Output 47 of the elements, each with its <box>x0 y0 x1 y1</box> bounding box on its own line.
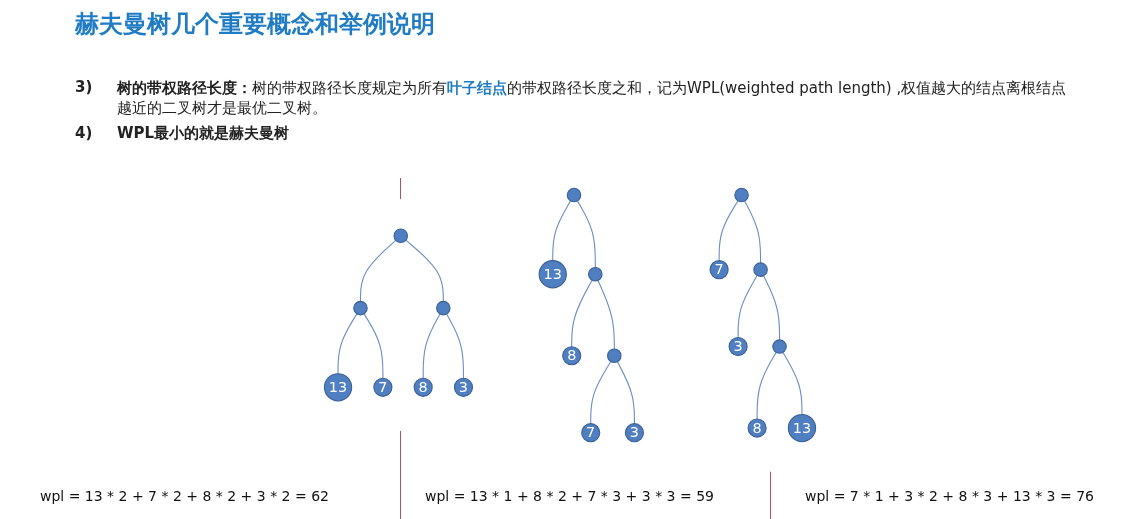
connector <box>782 351 803 415</box>
node-circle: 8 <box>747 418 767 438</box>
connector <box>571 279 593 348</box>
node-circle <box>393 228 409 244</box>
formula: wpl = 13 * 1 + 8 * 2 + 7 * 3 + 3 * 3 = 59 <box>425 488 714 504</box>
connector <box>552 200 572 262</box>
item-number: 4) <box>75 124 94 143</box>
node-circle: 7 <box>581 423 601 443</box>
connector <box>405 239 444 302</box>
connector <box>616 361 635 425</box>
node-circle <box>436 300 451 316</box>
connector <box>762 275 781 341</box>
item-number: 3) <box>75 78 94 98</box>
connector <box>359 239 397 302</box>
node-circle: 7 <box>709 260 729 280</box>
node-circle <box>772 339 787 354</box>
connector <box>756 351 777 420</box>
statement: WPL最小的就是赫夫曼树 <box>117 124 290 143</box>
node-circle: 8 <box>562 346 582 366</box>
connector <box>422 313 441 379</box>
node-circle <box>588 266 603 282</box>
connector <box>597 279 615 350</box>
node-circle <box>734 187 749 203</box>
connector <box>446 313 464 379</box>
node-circle <box>607 348 622 364</box>
connector <box>590 360 612 425</box>
node-circle <box>566 187 582 203</box>
paragraph: 树的带权路径长度：树的带权路径长度规定为所有叶子结点的带权路径长度之和，记为WPL(weighted path length) ,权值越大的结点离根结点越近的二叉树才是最优二叉树。 <box>117 78 1068 118</box>
node-circle <box>753 262 768 277</box>
node-circle: 13 <box>323 373 353 402</box>
formula: wpl = 7 * 1 + 3 * 2 + 8 * 3 + 13 * 3 = 76 <box>805 488 1094 504</box>
node-circle: 3 <box>624 423 645 443</box>
node-circle: 13 <box>538 260 567 289</box>
connector <box>718 200 739 262</box>
node-circle: 3 <box>728 336 748 357</box>
connector <box>337 313 358 375</box>
connector <box>576 200 596 269</box>
node-circle: 13 <box>787 413 817 443</box>
formula: wpl = 13 * 2 + 7 * 2 + 8 * 2 + 3 * 2 = 62 <box>40 488 329 504</box>
node-circle: 7 <box>373 377 393 397</box>
title: 赫夫曼树几个重要概念和举例说明 <box>75 9 435 40</box>
connector <box>744 200 762 264</box>
node-circle: 3 <box>453 377 474 397</box>
connector <box>363 313 384 379</box>
node-circle: 8 <box>413 377 433 397</box>
connector <box>737 274 758 339</box>
node-circle <box>353 300 368 316</box>
